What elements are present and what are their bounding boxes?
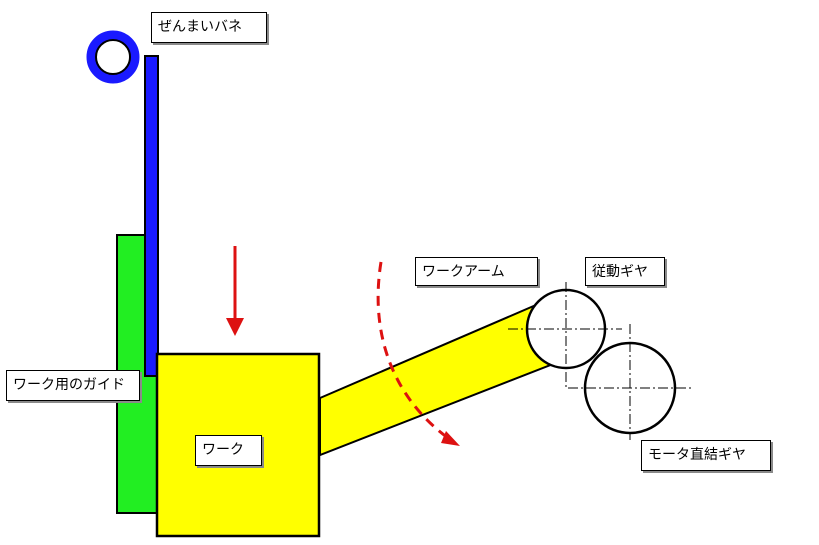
label-spring: ぜんまいバネ [151, 12, 267, 43]
spring-coil-inner [95, 39, 131, 75]
arm-rotation-arrow [376, 261, 449, 440]
label-work-guide: ワーク用のガイド [6, 370, 140, 401]
label-motor-gear: モータ直結ギヤ [641, 440, 771, 471]
label-work-arm: ワークアーム [415, 257, 538, 286]
spring-strip [144, 55, 159, 377]
arm-rotation-arrowhead [441, 431, 460, 446]
work-arm [319, 303, 555, 457]
label-driven-gear: 従動ギヤ [585, 257, 665, 286]
push-direction-arrowhead [226, 318, 244, 336]
spring-coil-ring [86, 30, 140, 84]
label-work: ワーク [195, 435, 262, 466]
